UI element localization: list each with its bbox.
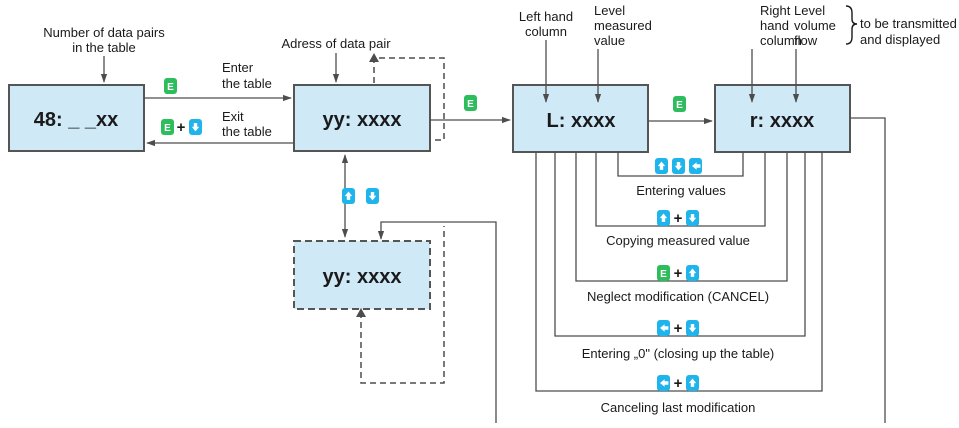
dashed-loop-bottom-arrowhead (356, 308, 366, 317)
e-key-icon: E (164, 78, 177, 94)
e-key-icon: E (464, 95, 477, 111)
level-measured-label-2: measured (594, 18, 652, 33)
arrow-down-key-icon (686, 320, 699, 336)
enter-label-2: the table (222, 76, 272, 91)
dashed-loop-top-arrowhead (369, 53, 379, 62)
right-hand-label-1: Right (760, 3, 791, 18)
e-plus-up-keys: E + (657, 265, 699, 282)
svg-text:E: E (676, 100, 683, 111)
dashed-loop-bottom (360, 226, 445, 384)
svg-text:E: E (467, 99, 474, 110)
arrow-down-key-icon (672, 158, 685, 174)
arrow-up-key-icon (657, 210, 670, 226)
e-key-icon: E (673, 96, 686, 112)
transmit-label-1: to be transmitted (860, 16, 957, 31)
pair-box (293, 84, 431, 152)
up-down-keys (342, 188, 379, 204)
arrow-up-key-icon (342, 188, 355, 204)
arrow-left-key-icon (689, 158, 702, 174)
e-key-icon: E (657, 265, 670, 281)
action-entering-values: Entering values (636, 183, 726, 198)
return-line (377, 221, 497, 423)
arrow-up-key-icon (686, 375, 699, 391)
plus-sign: + (674, 265, 683, 282)
count-box (8, 84, 145, 152)
up-down-left-keys (655, 158, 702, 174)
exit-label-2: the table (222, 124, 272, 139)
arrow-down-key-icon (189, 119, 202, 135)
right-box-text: r: xxxx (750, 110, 815, 132)
level-measured-label-3: value (594, 33, 625, 48)
left-box-text: L: xxxx (547, 110, 616, 132)
svg-text:E: E (660, 269, 667, 280)
dashed-loop-top (373, 57, 445, 141)
arrow-down-key-icon (366, 188, 379, 204)
number-pairs-label-2: in the table (72, 40, 136, 55)
e-key-icon (161, 119, 174, 135)
up-plus-down-keys: + (657, 210, 699, 227)
plus-sign: + (177, 119, 186, 136)
svg-text:E: E (164, 123, 171, 134)
level-measured-label-1: Level (594, 3, 625, 18)
curly-brace (845, 5, 858, 45)
arrow-up-key-icon (655, 158, 668, 174)
action-entering-zero: Entering „0" (closing up the table) (582, 346, 775, 361)
bracket-entering-zero (554, 152, 806, 337)
arrow-left-key-icon (657, 375, 670, 391)
bracket-neglect (575, 152, 788, 282)
action-canceling: Canceling last modification (601, 400, 756, 415)
action-neglect: Neglect modification (CANCEL) (587, 289, 769, 304)
right-exit-line (850, 117, 886, 423)
plus-sign: + (674, 320, 683, 337)
count-box-text: 48: _ _xx (34, 109, 119, 131)
arrow-left-key-icon (657, 320, 670, 336)
right-hand-label-2: hand (760, 18, 789, 33)
arrow-up-key-icon (686, 265, 699, 281)
level-flow-label-1: Level (794, 3, 825, 18)
svg-text:E: E (167, 82, 174, 93)
exit-label-1: Exit (222, 109, 244, 124)
pair-box-dashed (293, 240, 431, 310)
left-hand-label-1: Left hand (519, 9, 573, 24)
left-plus-up-keys: + (657, 375, 699, 392)
plus-sign: + (674, 375, 683, 392)
transmit-label-2: and displayed (860, 32, 940, 47)
bracket-copying (595, 152, 766, 227)
right-box (714, 84, 851, 153)
left-box (512, 84, 649, 153)
level-flow-label-2: volume (794, 18, 836, 33)
plus-sign: + (674, 210, 683, 227)
pair-box-dashed-text: yy: xxxx (323, 266, 402, 288)
enter-label-1: Enter (222, 60, 254, 75)
right-hand-label-3: column (760, 33, 802, 48)
bracket-canceling (535, 152, 823, 392)
left-plus-down-keys: + (657, 320, 699, 337)
bracket-entering-values (617, 152, 744, 177)
e-plus-down-keys: E + (161, 119, 202, 136)
arrow-down-key-icon (686, 210, 699, 226)
address-pair-label: Adress of data pair (281, 36, 391, 51)
left-hand-label-2: column (525, 24, 567, 39)
number-pairs-label-1: Number of data pairs (43, 25, 165, 40)
level-flow-label-3: flow (794, 33, 818, 48)
pair-box-text: yy: xxxx (323, 109, 402, 131)
action-copying: Copying measured value (606, 233, 750, 248)
